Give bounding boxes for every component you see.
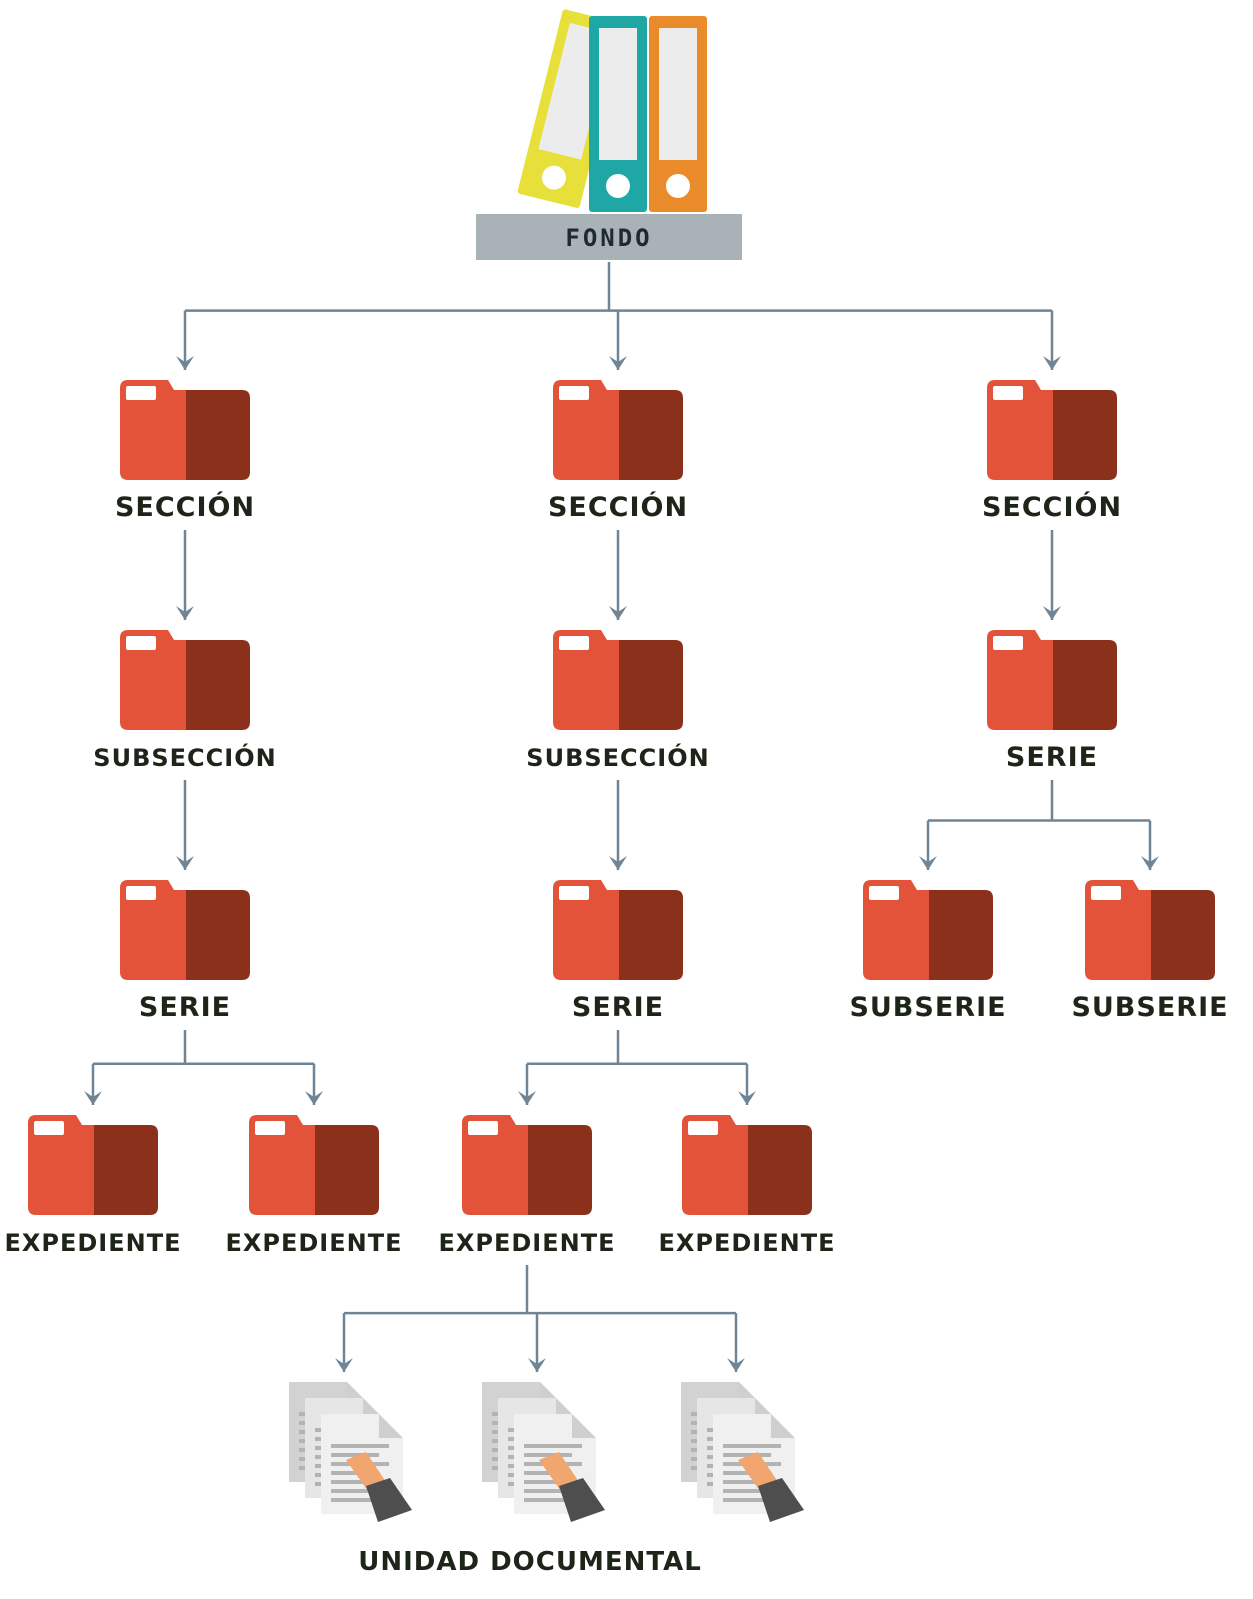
connector-arrow-subserie2 xyxy=(1141,856,1159,870)
connector-sec3 xyxy=(1043,530,1061,620)
folder-icon xyxy=(987,630,1117,730)
node-doc1 xyxy=(289,1382,412,1522)
connector-arrow-exp3 xyxy=(518,1091,536,1105)
connector-arrow-subsec1 xyxy=(176,606,194,620)
binders-icon xyxy=(517,9,707,212)
connector-arrow-exp1 xyxy=(84,1091,102,1105)
node-serie3: SERIE xyxy=(987,630,1117,773)
node-label-exp3: EXPEDIENTE xyxy=(439,1229,616,1257)
folder-icon xyxy=(120,880,250,980)
folder-icon xyxy=(553,380,683,480)
node-sec3: SECCIÓN xyxy=(982,380,1122,523)
folder-icon xyxy=(120,630,250,730)
connector-arrow-sec1 xyxy=(176,356,194,370)
document-stack-icon xyxy=(482,1382,605,1522)
connector-arrow-doc2 xyxy=(528,1358,546,1372)
node-label-fondo: FONDO xyxy=(565,224,652,252)
node-label-serie1: SERIE xyxy=(139,992,231,1023)
node-exp4: EXPEDIENTE xyxy=(659,1115,836,1257)
document-stack-icon xyxy=(289,1382,412,1522)
connector-serie3 xyxy=(919,780,1159,870)
connector-serie1 xyxy=(84,1030,323,1105)
node-exp2: EXPEDIENTE xyxy=(226,1115,403,1257)
folder-icon xyxy=(553,880,683,980)
node-serie1: SERIE xyxy=(120,880,250,1023)
node-label-sec1: SECCIÓN xyxy=(115,491,255,523)
connector-arrow-serie3 xyxy=(1043,606,1061,620)
folder-icon xyxy=(553,630,683,730)
folder-icon xyxy=(682,1115,812,1215)
connector-arrow-exp4 xyxy=(738,1091,756,1105)
node-subserie2: SUBSERIE xyxy=(1071,880,1228,1023)
connector-subsec1 xyxy=(176,780,194,870)
node-subsec2: SUBSECCIÓN xyxy=(526,630,709,772)
document-stack-icon xyxy=(681,1382,804,1522)
connector-layer xyxy=(84,262,1159,1372)
node-label-unidad: UNIDAD DOCUMENTAL xyxy=(358,1547,702,1577)
node-label-subserie2: SUBSERIE xyxy=(1071,992,1228,1023)
connector-sec1 xyxy=(176,530,194,620)
connector-sec2 xyxy=(609,530,627,620)
connector-arrow-doc3 xyxy=(727,1358,745,1372)
folder-icon xyxy=(462,1115,592,1215)
node-label-subsec2: SUBSECCIÓN xyxy=(526,742,709,772)
node-label-subsec1: SUBSECCIÓN xyxy=(93,742,276,772)
connector-arrow-serie1 xyxy=(176,856,194,870)
connector-arrow-subsec2 xyxy=(609,606,627,620)
connector-arrow-sec3 xyxy=(1043,356,1061,370)
node-layer: FONDO SECCIÓN SECCIÓN SECCIÓN SUBSECCIÓN SUBS… xyxy=(5,9,1228,1577)
connector-arrow-subserie1 xyxy=(919,856,937,870)
node-sec1: SECCIÓN xyxy=(115,380,255,523)
connector-subsec2 xyxy=(609,780,627,870)
connector-arrow-doc1 xyxy=(335,1358,353,1372)
connector-arrow-sec2 xyxy=(609,356,627,370)
folder-icon xyxy=(1085,880,1215,980)
node-doc2 xyxy=(482,1382,605,1522)
node-exp1: EXPEDIENTE xyxy=(5,1115,182,1257)
node-serie2: SERIE xyxy=(553,880,683,1023)
node-label-subserie1: SUBSERIE xyxy=(849,992,1006,1023)
node-subserie1: SUBSERIE xyxy=(849,880,1006,1023)
connector-serie2 xyxy=(518,1030,756,1105)
node-label-serie3: SERIE xyxy=(1006,742,1098,773)
folder-icon xyxy=(863,880,993,980)
folder-icon xyxy=(987,380,1117,480)
node-label-serie2: SERIE xyxy=(572,992,664,1023)
fondo-label-bar xyxy=(476,214,742,260)
node-label-exp2: EXPEDIENTE xyxy=(226,1229,403,1257)
node-exp3: EXPEDIENTE xyxy=(439,1115,616,1257)
connector-exp3 xyxy=(335,1265,745,1372)
node-unidad: UNIDAD DOCUMENTAL xyxy=(358,1547,702,1577)
node-sec2: SECCIÓN xyxy=(548,380,688,523)
folder-icon xyxy=(120,380,250,480)
folder-icon xyxy=(249,1115,379,1215)
connector-fondo xyxy=(176,262,1061,370)
node-label-exp4: EXPEDIENTE xyxy=(659,1229,836,1257)
connector-arrow-exp2 xyxy=(305,1091,323,1105)
node-label-exp1: EXPEDIENTE xyxy=(5,1229,182,1257)
node-subsec1: SUBSECCIÓN xyxy=(93,630,276,772)
connector-arrow-serie2 xyxy=(609,856,627,870)
node-label-sec3: SECCIÓN xyxy=(982,491,1122,523)
folder-icon xyxy=(28,1115,158,1215)
node-doc3 xyxy=(681,1382,804,1522)
node-label-sec2: SECCIÓN xyxy=(548,491,688,523)
node-fondo: FONDO xyxy=(476,9,742,260)
